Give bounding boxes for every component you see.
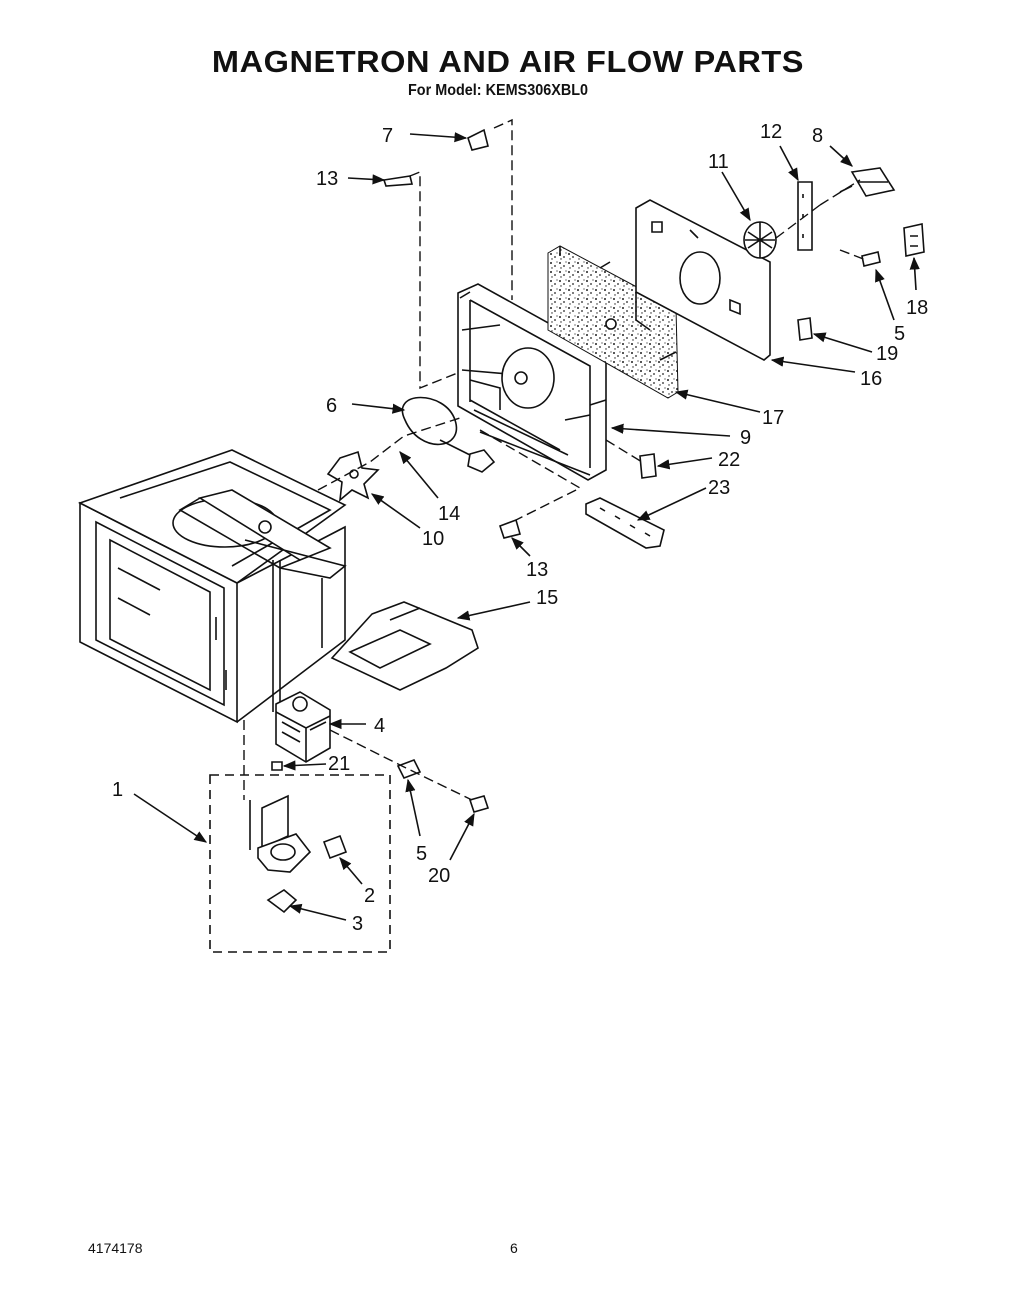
page-number: 6 <box>510 1240 518 1256</box>
callout-20: 20 <box>428 865 450 887</box>
leader-arrows <box>133 132 920 921</box>
callout-19: 19 <box>876 343 898 365</box>
page-title: MAGNETRON AND AIR FLOW PARTS <box>211 44 805 79</box>
oven-cavity <box>77 449 347 724</box>
callout-2: 2 <box>364 885 375 907</box>
callout-15: 15 <box>536 587 558 609</box>
airflow-duct-frame <box>457 283 607 481</box>
callout-13-lower: 13 <box>526 559 548 581</box>
callout-17: 17 <box>762 407 784 429</box>
magnetron <box>271 691 490 813</box>
callout-6: 6 <box>326 395 337 417</box>
callout-5-lower: 5 <box>416 843 427 865</box>
callout-16: 16 <box>860 368 882 390</box>
back-panel <box>635 199 771 361</box>
callout-18: 18 <box>906 297 928 319</box>
callout-21: 21 <box>328 753 350 775</box>
callout-23: 23 <box>708 477 730 499</box>
small-parts <box>326 128 925 691</box>
callout-5-upper: 5 <box>894 323 905 345</box>
callout-13-upper: 13 <box>316 168 338 190</box>
callout-12: 12 <box>760 121 782 143</box>
perforated-cover-plate <box>547 245 679 399</box>
callout-9: 9 <box>740 427 751 449</box>
subassembly-box <box>209 774 391 953</box>
callout-3: 3 <box>352 913 363 935</box>
callout-22: 22 <box>718 449 740 471</box>
callout-11: 11 <box>708 151 729 173</box>
document-number: 4174178 <box>88 1240 143 1256</box>
callout-8: 8 <box>812 125 823 147</box>
fan-and-bracket <box>743 181 821 259</box>
callout-10: 10 <box>422 528 444 550</box>
callout-1: 1 <box>112 779 123 801</box>
assembly-lines <box>243 118 867 800</box>
callout-4: 4 <box>374 715 385 737</box>
callout-7: 7 <box>382 125 393 147</box>
callout-14: 14 <box>438 503 460 525</box>
model-subtitle: For Model: KEMS306XBL0 <box>408 82 589 99</box>
callout-labels: 7 13 12 8 11 18 5 19 16 17 6 9 22 14 23 … <box>112 121 928 935</box>
